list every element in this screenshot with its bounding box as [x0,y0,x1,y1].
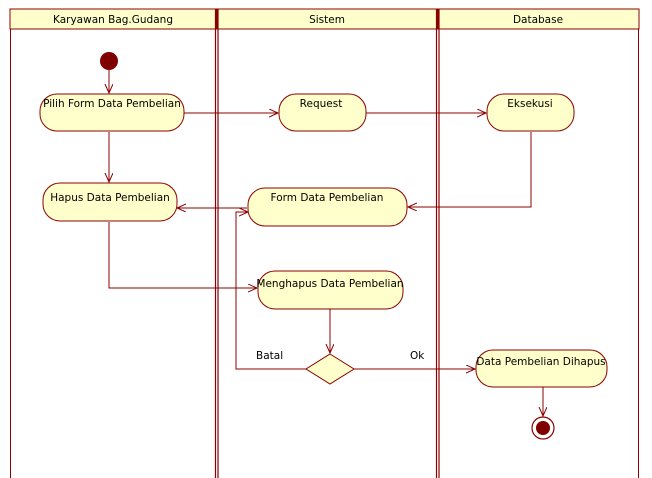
activity-request: Request [278,93,367,132]
control-flows [109,70,543,416]
start-node [100,52,118,70]
flow-hapus-to-menghapus [108,222,257,288]
decision-node [305,353,355,385]
activity-label: Menghapus Data Pembelian [256,278,403,290]
lane-header-database [437,8,640,30]
guard-ok: Ok [410,350,425,362]
activity-label: Request [300,98,343,110]
activity-menghapus: Menghapus Data Pembelian [256,270,404,310]
flow-eksekusi-to-form [408,132,532,207]
activity-label: Hapus Data Pembelian [50,192,170,204]
lane-title-sistem: Sistem [309,14,345,26]
activity-form-data: Form Data Pembelian [247,187,408,227]
lane-title-database: Database [513,14,563,26]
swimlane-borders [10,9,639,478]
activity-label: Data Pembelian Dihapus [476,356,605,368]
activity-label: Pilih Form Data Pembelian [43,98,181,110]
swimlane-headers: Karyawan Bag.Gudang Sistem Database [9,8,640,30]
end-node [531,416,555,440]
activity-label: Form Data Pembelian [271,192,384,204]
activity-label: Eksekusi [507,98,552,110]
activity-dihapus: Data Pembelian Dihapus [475,349,608,388]
activity-hapus: Hapus Data Pembelian [42,182,178,222]
flow-decision-batal-to-form [235,212,306,370]
lane-title-karyawan: Karyawan Bag.Gudang [53,14,173,26]
guard-batal: Batal [256,350,283,362]
activity-pilih-form: Pilih Form Data Pembelian [39,93,185,132]
activity-eksekusi: Eksekusi [486,93,575,132]
